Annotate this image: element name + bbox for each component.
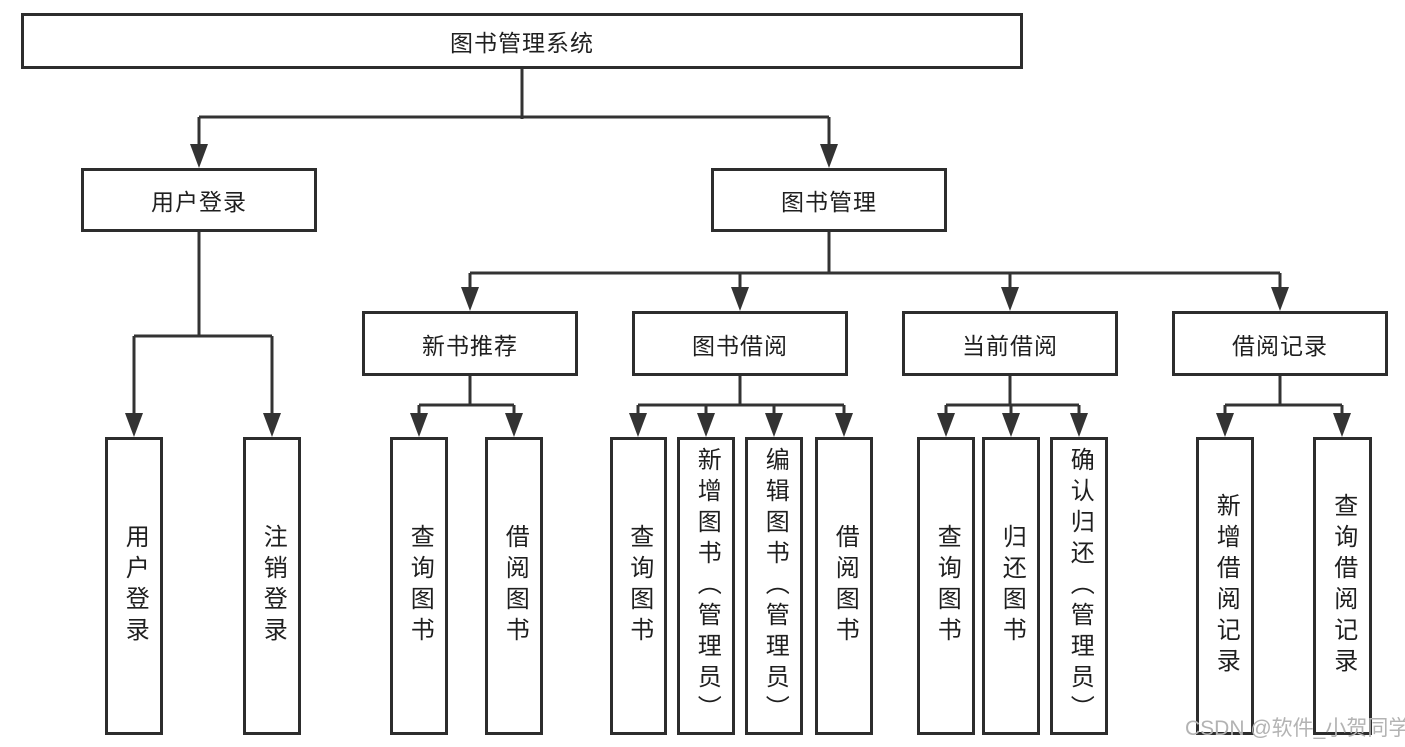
leaf-add-borrow-record: 新增借阅记录	[1196, 437, 1254, 735]
node-borrowing-records: 借阅记录	[1172, 311, 1388, 376]
leaf-borrow-books-borrowing: 借阅图书	[815, 437, 873, 735]
node-label: 借阅图书	[501, 524, 529, 648]
leaf-user-login: 用户登录	[105, 437, 163, 735]
leaf-edit-book-admin: 编辑图书（管理员）	[745, 437, 803, 735]
node-label: 借阅记录	[1232, 332, 1328, 359]
node-label: 图书管理系统	[450, 30, 594, 56]
node-label: 当前借阅	[962, 332, 1058, 359]
node-user-login: 用户登录	[81, 168, 317, 232]
node-label: 新增借阅记录	[1212, 493, 1240, 679]
node-label: 查询借阅记录	[1329, 493, 1357, 679]
leaf-add-book-admin: 新增图书（管理员）	[677, 437, 735, 735]
node-label: 查询图书	[625, 524, 653, 648]
node-label: 确认归还（管理员）	[1066, 446, 1094, 726]
leaf-return-books: 归还图书	[982, 437, 1040, 735]
node-label: 用户登录	[151, 189, 247, 215]
node-label: 借阅图书	[831, 524, 859, 648]
node-label: 图书借阅	[692, 332, 788, 359]
leaf-query-books-recommend: 查询图书	[390, 437, 448, 735]
csdn-watermark: CSDN @软件_小贺同学	[1185, 717, 1405, 740]
node-label: 新增图书（管理员）	[693, 446, 721, 726]
leaf-borrow-books-recommend: 借阅图书	[485, 437, 543, 735]
node-current-borrowing: 当前借阅	[902, 311, 1118, 376]
leaf-logout: 注销登录	[243, 437, 301, 735]
leaf-query-books-borrowing: 查询图书	[610, 437, 667, 735]
node-label: 注销登录	[259, 524, 287, 648]
node-label: 编辑图书（管理员）	[761, 446, 789, 726]
leaf-query-books-current: 查询图书	[917, 437, 975, 735]
node-label: 查询图书	[406, 524, 434, 648]
node-book-management: 图书管理	[711, 168, 947, 232]
node-label: 图书管理	[781, 189, 877, 215]
leaf-query-borrow-record: 查询借阅记录	[1313, 437, 1372, 735]
node-book-borrowing: 图书借阅	[632, 311, 848, 376]
node-label: 新书推荐	[422, 332, 518, 359]
node-library-management-system: 图书管理系统	[21, 13, 1023, 69]
node-new-book-recommendation: 新书推荐	[362, 311, 578, 376]
leaf-confirm-return-admin: 确认归还（管理员）	[1050, 437, 1108, 735]
connector-edges	[132, 69, 1344, 415]
arrowhead-icons	[125, 144, 1351, 437]
node-label: 用户登录	[121, 524, 149, 648]
node-label: 归还图书	[998, 524, 1026, 648]
node-label: 查询图书	[933, 524, 961, 648]
